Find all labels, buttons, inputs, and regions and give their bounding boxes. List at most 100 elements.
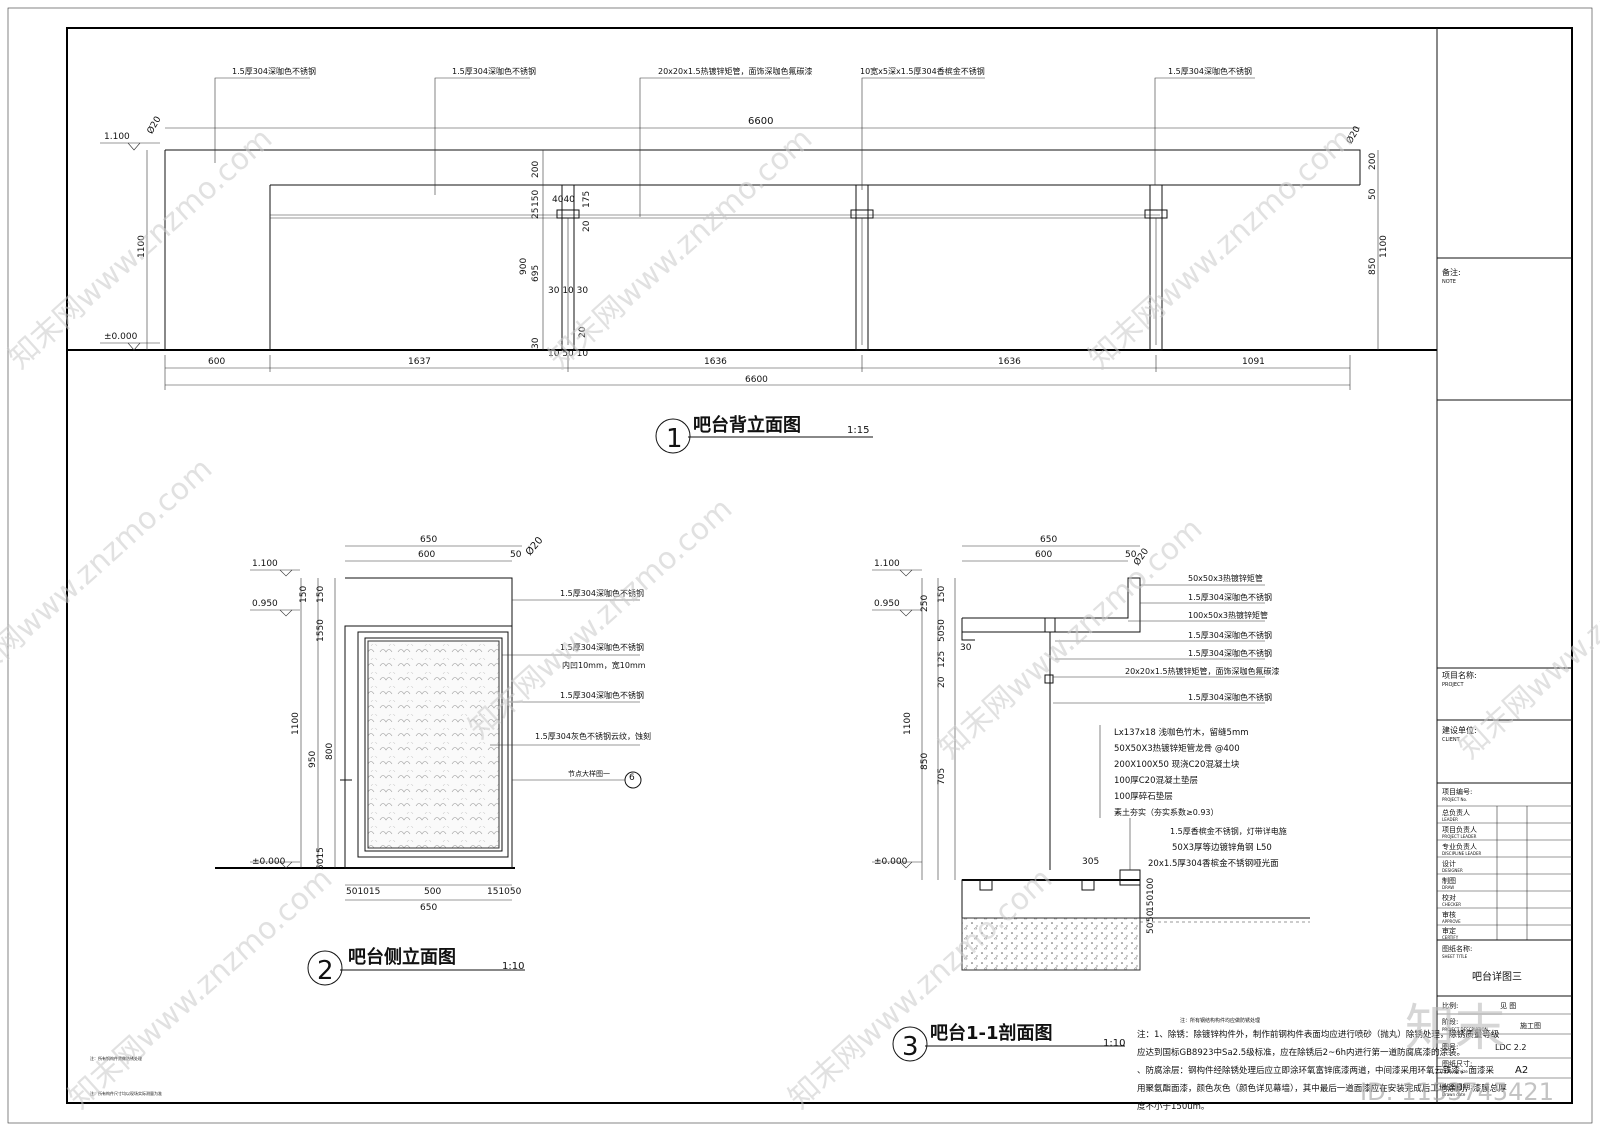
e3-bottom-50a: 50 — [1146, 910, 1156, 922]
e1-bottom-seg-3: 1636 — [704, 357, 727, 367]
e3-left-705: 705 — [937, 768, 947, 785]
e3-layer-4: 100厚C20混凝土垫层 — [1114, 775, 1198, 786]
tb-sheet-title-label: 图纸名称: — [1442, 944, 1472, 953]
e1-dim-right-200: 200 — [1368, 153, 1378, 170]
notes-line-1: 注：1、除锈：除镀锌构件外，制作前钢构件表面均应进行喷砂（抛丸）除锈处理，除锈质… — [1137, 1029, 1500, 1040]
e2-left-150b: 150 — [316, 586, 326, 603]
e3-top-650: 650 — [1040, 535, 1057, 545]
e3-leader-5: 1.5厚304深咖色不锈钢 — [1188, 648, 1272, 658]
e3-left-1100: 1100 — [903, 712, 913, 735]
notes-line-5: 度不小于150um。 — [1137, 1101, 1209, 1112]
e3-level-2: 0.950 — [874, 599, 900, 609]
tb-scale-label: 比例: — [1442, 1001, 1458, 1010]
tb-desc-en: PROJECT DESCRIPTION — [1442, 1027, 1488, 1032]
e3-bottom-150: 150 — [1146, 895, 1156, 912]
tb-project-en: PROJECT — [1442, 682, 1465, 688]
tb-role-7: 审核 — [1442, 910, 1456, 919]
e1-leader-4: 10宽x5深x1.5厚304香槟金不锈钢 — [860, 66, 985, 76]
tb-size-label: 图纸尺寸: — [1442, 1059, 1472, 1068]
notes-small-2: 注：所有构件尺寸均以现场实际测量为准 — [90, 1090, 162, 1096]
e2-level-1: 1.100 — [252, 559, 278, 569]
e1-post-bottom: 10 50 10 — [548, 349, 588, 359]
notes-line-4: 用聚氨酯面漆，颜色灰色（颜色详见幕墙），其中最后一道面漆应在安装完成后工地涂刷，… — [1137, 1083, 1507, 1094]
e1-dim-150: 150 — [531, 190, 541, 207]
e2-left-950: 950 — [308, 751, 318, 768]
notes-header: 注：所有钢结构构件均应做防锈处理 — [1180, 1017, 1260, 1024]
e1-level-zero: ±0.000 — [104, 332, 138, 342]
tb-role-2: 项目负责人 — [1442, 825, 1477, 834]
e1-post-175: 175 — [582, 191, 592, 208]
e1-bottom-seg-4: 1636 — [998, 357, 1021, 367]
e3-left-850: 850 — [920, 753, 930, 770]
tb-no-label: 图号: — [1442, 1043, 1458, 1051]
e3-left-20: 20 — [937, 676, 947, 688]
e3-left-150: 150 — [937, 586, 947, 603]
e3-left-30: 30 — [960, 643, 972, 653]
elevation-back: 1.5厚304深咖色不锈钢 1.5厚304深咖色不锈钢 20x20x1.5热镀锌… — [67, 66, 1437, 454]
tb-size-value: A2 — [1515, 1065, 1528, 1076]
e2-top-50: 50 — [510, 550, 522, 560]
watermark-3: 知末网www.znzmo.com — [1082, 121, 1359, 376]
e3-layer-2: 50X50X3热镀锌矩管龙骨 @400 — [1114, 743, 1240, 754]
e3-left-5050: 5050 — [937, 619, 947, 642]
tb-role-8: 审定 — [1442, 926, 1456, 935]
e1-dim-top-total: 6600 — [748, 116, 773, 127]
tb-note-en: NOTE — [1442, 279, 1456, 285]
etched-pattern-panel — [367, 640, 500, 849]
tb-role-7-en: APPROVE — [1442, 919, 1461, 924]
e3-layer-3: 200X100X50 现浇C20混凝土块 — [1114, 759, 1240, 770]
e1-dim-left-height: 1100 — [137, 235, 147, 258]
e1-dim-695: 695 — [531, 265, 541, 282]
e3-edge-note-3: 20x1.5厚304香槟金不锈钢哑光面 — [1148, 858, 1279, 869]
e1-post-4040: 4040 — [552, 195, 575, 205]
tb-role-2-en: PROJECT LEADER — [1442, 834, 1477, 839]
tb-date-label: 出图日期: — [1442, 1082, 1472, 1091]
watermark-8: 知末网www.znzmo.com — [62, 861, 339, 1116]
e1-leader-5: 1.5厚304深咖色不锈钢 — [1168, 66, 1252, 76]
tb-role-4: 设计 — [1442, 859, 1456, 868]
e2-leader-4: 1.5厚304深咖色不锈钢 — [560, 690, 644, 700]
e1-dia-left: Ø20 — [145, 114, 164, 136]
e2-top-650: 650 — [420, 535, 437, 545]
post-2 — [850, 184, 874, 351]
watermark-4: 知末网www.znzmo.com — [0, 451, 219, 706]
e1-leader-3: 20x20x1.5热镀锌矩管，面饰深咖色氟碳漆 — [658, 66, 813, 76]
e3-left-125: 125 — [937, 651, 947, 668]
e3-leader-2: 1.5厚304深咖色不锈钢 — [1188, 592, 1272, 602]
watermark-id: ID: 1153745421 — [1360, 1078, 1554, 1106]
e2-level-2: 0.950 — [252, 599, 278, 609]
e1-post-20a: 20 — [582, 220, 592, 232]
e2-leader-2: 1.5厚304深咖色不锈钢 — [560, 642, 644, 652]
tb-role-1-en: LEADER — [1442, 817, 1458, 822]
e1-bottom-seg-2: 1637 — [408, 357, 431, 367]
e2-title: 吧台侧立面图 — [348, 946, 456, 968]
tb-projno-label: 项目编号: — [1442, 787, 1472, 796]
e3-leader-4: 1.5厚304深咖色不锈钢 — [1188, 630, 1272, 640]
tb-role-3-en: DISCIPLINE LEADER — [1442, 851, 1481, 856]
tb-role-4-en: DESIGNER — [1442, 868, 1463, 873]
outer-border — [7, 7, 1593, 1124]
e1-bottom-seg-1: 600 — [208, 357, 225, 367]
watermark-5: 知末网www.znzmo.com — [462, 491, 739, 746]
e1-bottom-seg-5: 1091 — [1242, 357, 1265, 367]
e2-scale: 1:10 — [502, 961, 524, 972]
e1-title-no: 1 — [666, 424, 683, 454]
e3-level-3: ±0.000 — [874, 857, 908, 867]
e1-level-top: 1.100 — [104, 132, 130, 142]
e1-dim-right-50: 50 — [1368, 188, 1378, 200]
e2-bottom-151050: 151050 — [487, 887, 522, 897]
watermark-7: 知末网www.znzmo.com — [1452, 511, 1600, 766]
e3-scale: 1:10 — [1103, 1038, 1125, 1049]
e2-level-3: ±0.000 — [252, 857, 286, 867]
e2-leader-3: 内凹10mm，宽10mm — [562, 660, 646, 670]
notes-line-2: 应达到国标GB8923中Sa2.5级标准，应在除锈后2~6h内进行第一道防腐底漆… — [1137, 1047, 1465, 1058]
e3-layer-6: 素土夯实（夯实系数≥0.93） — [1114, 807, 1219, 817]
tb-role-8-en: CERTIFY — [1442, 935, 1459, 940]
e1-title: 吧台背立面图 — [693, 414, 801, 436]
e2-node-label: 节点大样图一 — [568, 769, 610, 778]
e1-dim-right-850: 850 — [1368, 258, 1378, 275]
drawing-frame — [66, 27, 1573, 1104]
tb-client-label: 建设单位: — [1442, 725, 1477, 735]
e3-dim-305: 305 — [1082, 857, 1099, 867]
